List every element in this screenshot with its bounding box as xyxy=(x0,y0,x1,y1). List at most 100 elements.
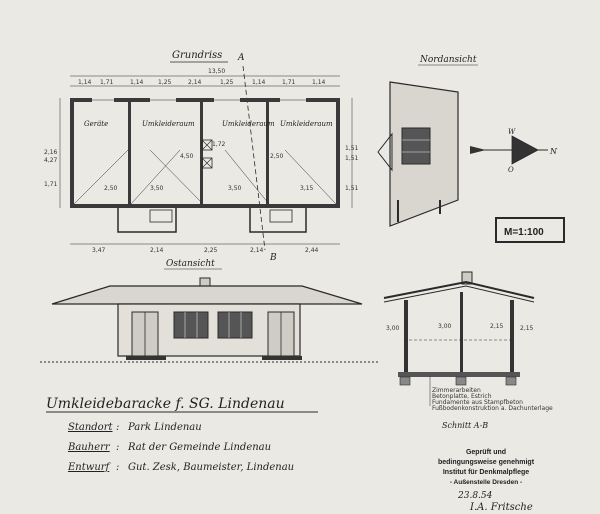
dim-top: 1,71 xyxy=(100,79,114,86)
info-value: Gut. Zesk, Baumeister, Lindenau xyxy=(128,462,294,473)
dim-left: 4,27 xyxy=(44,157,58,164)
plan-heading: Grundriss xyxy=(172,50,222,61)
dim-inner: 3,15 xyxy=(300,185,314,192)
roof-line xyxy=(224,149,270,205)
section-note: Fundamente aus Stampfbeton xyxy=(432,399,523,406)
stove-cross xyxy=(201,139,213,151)
dim-inner: 4,50 xyxy=(180,153,194,160)
dim-section: 3,00 xyxy=(438,323,452,330)
dim-top: 1,71 xyxy=(282,79,296,86)
dim-bottom: 3,47 xyxy=(92,247,106,254)
section-post xyxy=(460,292,463,372)
dim-bottom: 2,14 xyxy=(250,247,264,254)
info-colon: : xyxy=(116,442,119,453)
stove-box xyxy=(201,139,213,151)
dim-bottom: 2,14 xyxy=(150,247,164,254)
compass-o: O xyxy=(508,166,514,174)
compass-needle xyxy=(511,135,539,165)
info-label: Standort xyxy=(68,422,113,433)
step xyxy=(149,209,173,223)
foundation xyxy=(455,376,467,386)
room-label: Geräte xyxy=(84,120,108,128)
section-floor xyxy=(398,372,520,377)
north-window xyxy=(401,127,431,165)
compass-arrow xyxy=(470,146,486,154)
dim-right: 1,51 xyxy=(345,145,359,152)
compass-n: N xyxy=(549,147,558,156)
stove-box xyxy=(201,157,213,169)
wall-south xyxy=(70,204,340,208)
partition-wall xyxy=(128,102,131,204)
section-marker-b: B xyxy=(269,253,277,263)
dim-top: 1,14 xyxy=(78,79,92,86)
roof-line xyxy=(130,149,181,205)
dim-inner: 3,50 xyxy=(150,185,164,192)
info-label: Entwurf xyxy=(67,462,112,473)
foundation xyxy=(505,376,517,386)
dim-bottom: 2,44 xyxy=(305,247,319,254)
section-roof xyxy=(383,280,535,299)
title-block: Umkleidebaracke f. SG. Lindenau Standort… xyxy=(46,396,318,473)
porch-right xyxy=(249,208,307,233)
stamp-line: Institut für Denkmalpflege xyxy=(443,469,529,476)
step xyxy=(126,356,166,360)
stamp-date: 23.8.54 xyxy=(457,491,493,501)
section-ceiling xyxy=(383,285,535,303)
east-window xyxy=(173,311,209,339)
wall-north xyxy=(70,98,340,102)
stamp-line: - Außenstelle Dresden - xyxy=(450,479,522,486)
stamp-signature: I.A. Fritsche xyxy=(469,502,533,513)
section-view: 3,00 3,00 2,15 2,15 Zimmerarbeiten Beton… xyxy=(383,271,553,430)
east-window xyxy=(217,311,253,339)
dim-top: 2,14 xyxy=(188,79,202,86)
approval-stamp: Geprüft und bedingungsweise genehmigt In… xyxy=(438,449,535,513)
step xyxy=(269,209,293,223)
north-elevation: Nordansicht xyxy=(377,55,478,227)
room-label: Umkleideraum xyxy=(280,120,333,128)
dim-top: 1,14 xyxy=(252,79,266,86)
stove-cross xyxy=(201,157,213,169)
dim-inner: 3,50 xyxy=(228,185,242,192)
drawing-title: Umkleidebaracke f. SG. Lindenau xyxy=(46,396,285,412)
dim-section: 2,15 xyxy=(520,325,534,332)
dim-total: 13,50 xyxy=(208,68,225,75)
dim-right: 1,51 xyxy=(345,155,359,162)
roof-overhang xyxy=(377,132,393,172)
section-note: Fußbodenkonstruktion a. Dachunterlage xyxy=(432,405,553,412)
dim-left: 1,71 xyxy=(44,181,58,188)
roof-line xyxy=(149,149,204,205)
north-heading: Nordansicht xyxy=(419,55,477,65)
info-value: Rat der Gemeinde Lindenau xyxy=(127,442,271,453)
dim-inner: 2,50 xyxy=(104,185,118,192)
stamp-line: Geprüft und xyxy=(466,449,506,456)
dim-section: 2,15 xyxy=(490,323,504,330)
step xyxy=(262,356,302,360)
partition-wall xyxy=(200,102,203,204)
dim-top: 1,14 xyxy=(312,79,326,86)
section-line xyxy=(242,65,266,251)
section-marker-a: A xyxy=(237,53,245,63)
partition-wall xyxy=(266,102,269,204)
section-note: Zimmerarbeiten xyxy=(432,387,481,394)
info-value: Park Lindenau xyxy=(127,422,202,433)
roof-line xyxy=(73,149,129,205)
scale-frame xyxy=(495,217,565,243)
info-label: Bauherr xyxy=(67,442,111,453)
dim-section: 3,00 xyxy=(386,325,400,332)
foundation xyxy=(399,376,411,386)
section-wall xyxy=(510,300,514,372)
dim-inner: 1,72 xyxy=(212,141,226,148)
porch-left xyxy=(117,208,177,233)
east-heading: Ostansicht xyxy=(166,259,215,269)
dim-left: 2,16 xyxy=(44,149,58,156)
compass-rose: N W O xyxy=(470,128,558,174)
room-label: Umkleideraum xyxy=(142,120,195,128)
wall-west xyxy=(70,98,74,208)
scale-box: M=1:100 xyxy=(495,217,565,243)
section-heading: Schnitt A-B xyxy=(442,421,488,430)
floor-plan: Grundriss A B 13,50 1,14 1,71 1,14 1,25 … xyxy=(44,50,359,263)
stamp-line: bedingungsweise genehmigt xyxy=(438,459,535,466)
room-label: Umkleideraum xyxy=(222,120,275,128)
